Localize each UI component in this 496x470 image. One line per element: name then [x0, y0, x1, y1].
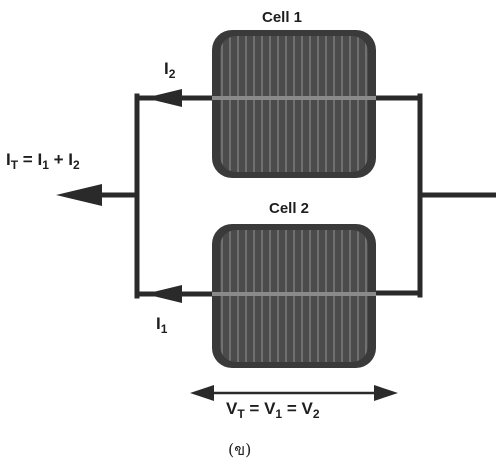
cell-1-label: Cell 1: [262, 9, 303, 26]
bottom-branch-current-label: I1: [156, 314, 168, 336]
cell-2-label: Cell 2: [269, 200, 310, 217]
voltage-double-arrow-icon: [190, 385, 398, 401]
total-current-arrow-icon: [56, 184, 102, 206]
solar-cell-2: [212, 224, 376, 368]
top-branch-arrow-icon: [145, 89, 182, 107]
circuit-wires: [97, 93, 496, 299]
voltage-equation: VT = V1 = V2: [226, 399, 320, 421]
top-branch-current-label: I2: [164, 59, 176, 81]
solar-cell-1: [212, 30, 376, 178]
bottom-branch-arrow-icon: [145, 285, 182, 303]
total-current-equation: IT = I1 + I2: [6, 150, 80, 172]
figure-caption: (ข): [228, 440, 252, 459]
